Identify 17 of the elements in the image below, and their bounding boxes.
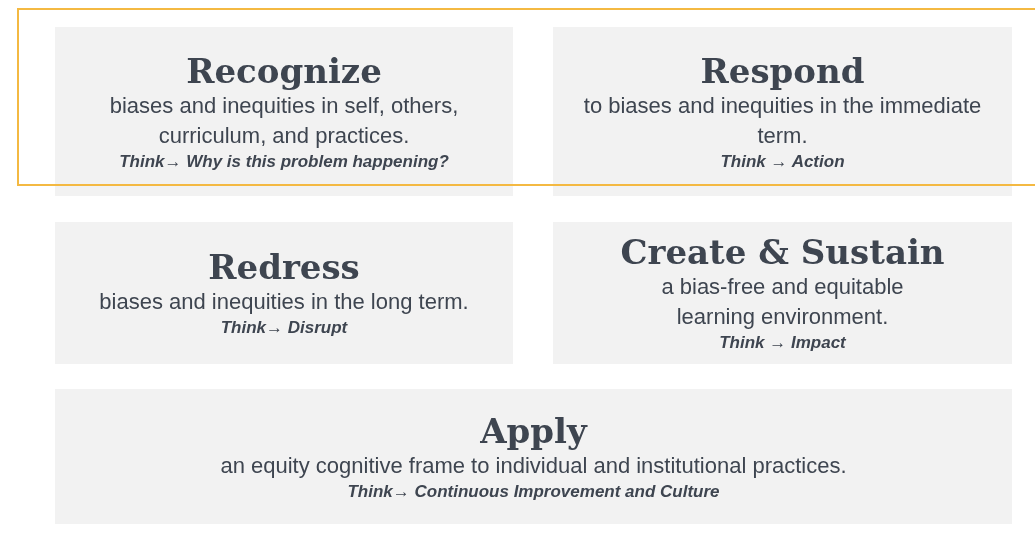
heading: Create & Sustain [620,232,945,272]
think-prompt: Think→ Continuous Improvement and Culture [347,480,720,503]
description-text: an equity cognitive frame to individual and institutional practices. [220,451,847,480]
think-prompt: Think → Impact [719,332,846,354]
text-panel [55,27,513,196]
description-text: a bias-free and equitable learning environment. [660,273,905,331]
heading: Respond [700,50,865,91]
heading: Apply [480,410,587,451]
heading: Recognize [186,50,382,91]
think-prompt: Think → Action [720,150,845,173]
think-prompt: Think→ Why is this problem happening? [119,150,449,173]
heading: Redress [208,247,360,287]
text-panel [553,27,1012,196]
think-prompt: Think→ Disrupt [220,317,348,339]
description-text: biases and inequities in the long term. [99,288,469,316]
description-text: to biases and inequities in the immediate term. [582,91,983,150]
description-text: biases and inequities in self, others, curriculum, and practices. [108,91,460,150]
